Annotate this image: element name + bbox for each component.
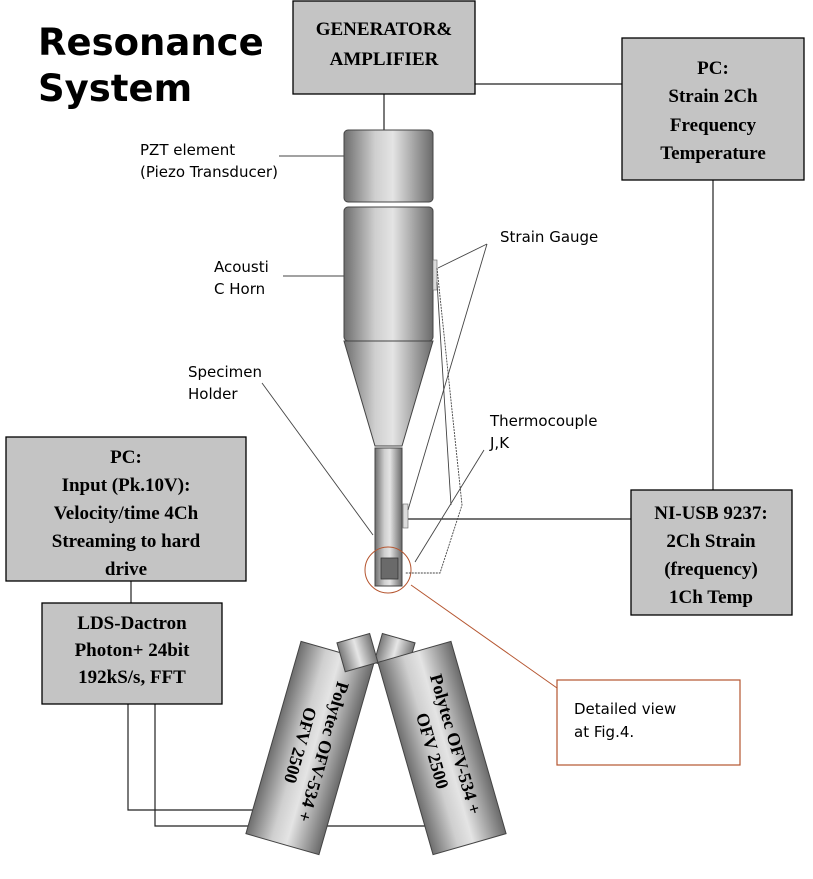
- wire-lds-vibrometer-right: [154, 704, 456, 827]
- generator-line-2: AMPLIFIER: [330, 49, 439, 70]
- horn-body: [343, 206, 434, 342]
- lds-line-1: LDS-Dactron: [77, 613, 187, 634]
- thermocouple-lead: [405, 267, 463, 574]
- specimen: [380, 557, 399, 580]
- leader-detail: [410, 584, 558, 689]
- strain-gauge-lower: [402, 503, 409, 529]
- leader-strain-gauge-1: [437, 243, 488, 269]
- strain-gauge-upper: [432, 259, 438, 291]
- generator-line-1: GENERATOR&: [316, 19, 453, 40]
- nidaq-line-3: (frequency): [664, 559, 758, 580]
- detail-callout-box: Detailed view at Fig.4.: [556, 679, 741, 766]
- nidaq-line-2: 2Ch Strain: [666, 531, 756, 552]
- leader-lines: [261, 155, 558, 689]
- lds-line-2: Photon+ 24bit: [75, 640, 190, 661]
- wire-lds-vibrometer-left: [127, 704, 274, 811]
- pc-input-line-3: Velocity/time 4Ch: [54, 503, 199, 524]
- pc-input-line-2: Input (Pk.10V):: [62, 475, 191, 496]
- pzt-element: [343, 129, 434, 203]
- pc-input-line-1: PC:: [110, 447, 142, 468]
- detail-circle: [364, 546, 412, 594]
- detail-line-2: at Fig.4.: [574, 723, 634, 741]
- title-line-1: Resonance: [38, 21, 264, 64]
- lds-line-3: 192kS/s, FFT: [78, 667, 186, 688]
- connection-wires: [127, 83, 714, 827]
- nidaq-box: NI-USB 9237: 2Ch Strain (frequency) 1Ch …: [630, 489, 793, 616]
- leader-thermocouple: [414, 449, 485, 563]
- pc-input-line-5: drive: [105, 559, 147, 580]
- nidaq-line-1: NI-USB 9237:: [654, 503, 767, 524]
- horn-label-line-2: C Horn: [214, 280, 265, 298]
- strain-gauge-label: Strain Gauge: [500, 228, 598, 246]
- pc-strain-line-1: PC:: [697, 58, 729, 79]
- pzt-label-line-2: (Piezo Transducer): [140, 163, 278, 181]
- gauge-lead: [436, 281, 452, 506]
- detail-line-1: Detailed view: [574, 700, 676, 718]
- labels: PZT element (Piezo Transducer) Acousti C…: [140, 141, 598, 452]
- lds-box: LDS-Dactron Photon+ 24bit 192kS/s, FFT: [41, 602, 223, 705]
- pc-input-box: PC: Input (Pk.10V): Velocity/time 4Ch St…: [5, 436, 247, 582]
- pzt-label-line-1: PZT element: [140, 141, 235, 159]
- pc-strain-line-2: Strain 2Ch: [668, 86, 758, 107]
- pc-strain-line-3: Frequency: [670, 115, 757, 136]
- vibrometer-right-lens: [336, 632, 379, 673]
- pc-input-line-4: Streaming to hard: [52, 531, 201, 552]
- horn-cone: [343, 340, 434, 447]
- generator-box: GENERATOR& AMPLIFIER: [292, 0, 476, 95]
- sensor-leads: [405, 267, 463, 574]
- thermocouple-label-line-2: J,K: [489, 434, 510, 452]
- pc-strain-box: PC: Strain 2Ch Frequency Temperature: [621, 37, 805, 181]
- holder-label-line-2: Holder: [188, 385, 238, 403]
- leader-holder: [261, 382, 374, 536]
- acoustic-horn-assembly: [343, 129, 438, 594]
- leader-strain-gauge-2: [407, 243, 488, 511]
- nidaq-line-4: 1Ch Temp: [669, 587, 753, 608]
- pc-strain-line-4: Temperature: [660, 143, 766, 164]
- holder-label-line-1: Specimen: [188, 363, 262, 381]
- thermocouple-label-line-1: Thermocouple: [489, 412, 597, 430]
- title-line-2: System: [38, 67, 192, 110]
- horn-label-line-1: Acousti: [214, 258, 269, 276]
